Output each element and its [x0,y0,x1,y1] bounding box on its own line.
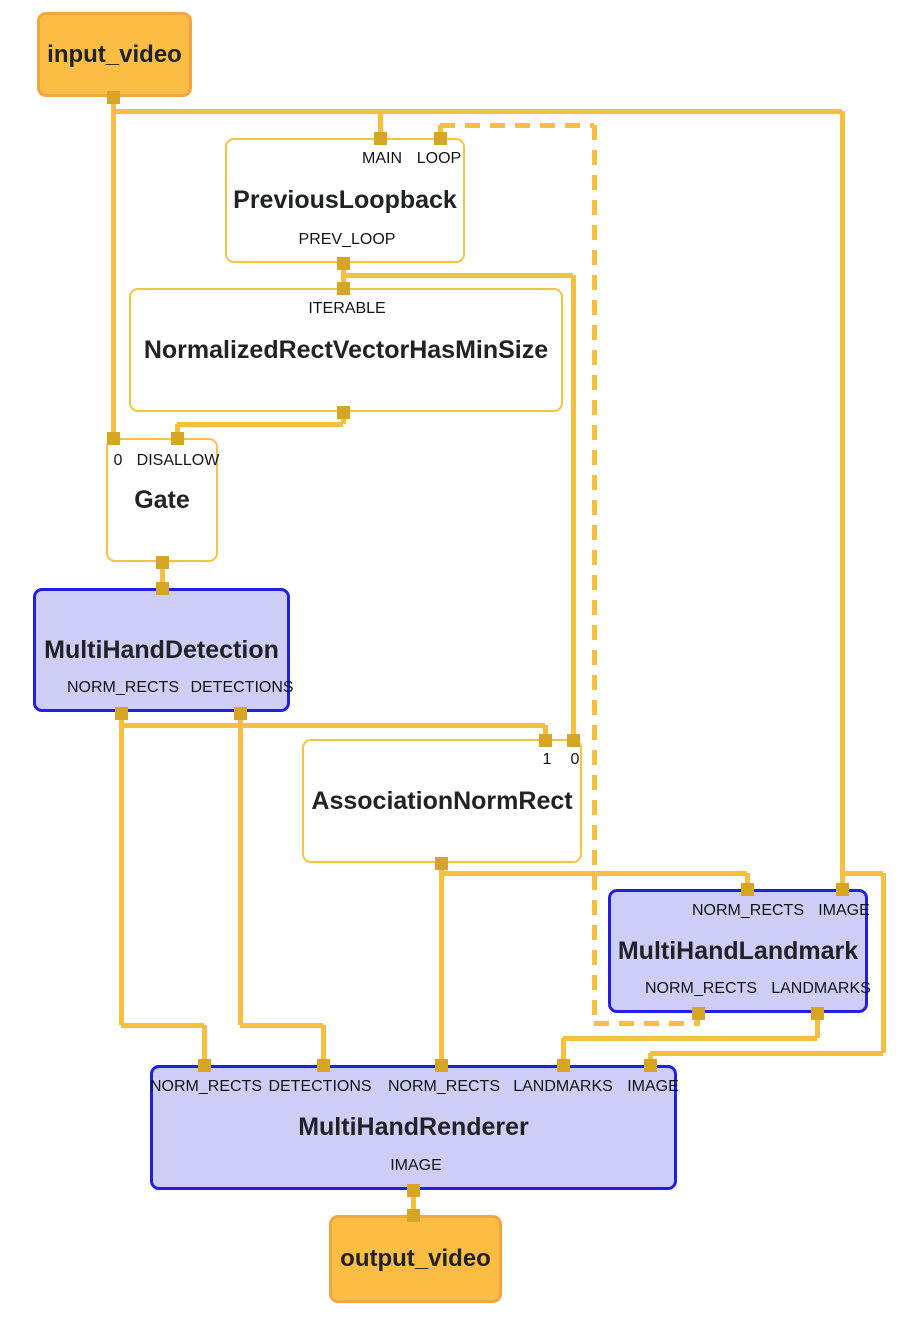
connector-detection-detections [233,706,247,720]
node-title: MultiHandRenderer [298,1113,529,1141]
node-title: output_video [340,1245,491,1272]
edge-loopback-dashed [437,125,443,135]
port-loop: LOOP [416,150,462,167]
connector-loopback-loop [433,131,447,145]
connector-landmark-image [835,882,849,896]
node-title: AssociationNormRect [311,786,573,815]
port-norm-rects-out: NORM_RECTS [644,980,758,997]
port-image-out: IMAGE [390,1157,442,1174]
edge-prevloop-to-assoc-0 [570,275,576,740]
connector-renderer-image-in [643,1058,657,1072]
connector-minsize-out [336,405,350,419]
edge-input-video-trunk [113,108,842,114]
connector-renderer-landmarks [556,1058,570,1072]
node-title: PreviousLoopback [233,186,457,214]
edge-loopback-dashed [694,1013,700,1026]
edge-input-video-to-renderer-image [650,1050,883,1056]
node-normalized-rect-vector-has-min-size[interactable]: NormalizedRectVectorHasMinSize ITERABLE [129,288,563,412]
connector-output-video-in [406,1208,420,1222]
port-1: 1 [542,751,552,768]
node-title: Gate [134,485,190,514]
connector-renderer-normrects-2 [434,1058,448,1072]
edge-input-video-to-gate [110,97,116,438]
edge-detections-to-renderer [320,1025,326,1065]
connector-loopback-prevloop [336,256,350,270]
edge-detections-to-renderer [237,713,243,1025]
connector-detection-normrects [114,706,128,720]
connector-renderer-normrects-1 [197,1058,211,1072]
port-iterable: ITERABLE [308,300,386,317]
port-prev-loop: PREV_LOOP [298,231,396,248]
port-detections: DETECTIONS [268,1078,372,1095]
edge-detection-normrects-to-assoc-1 [542,725,548,740]
node-multi-hand-detection[interactable]: MultiHandDetection NORM_RECTS DETECTIONS [33,588,294,712]
connector-assoc-0 [566,733,580,747]
edge-detection-normrects-to-renderer [201,1025,207,1065]
edge-input-video-to-loopback-main [377,111,383,138]
port-landmarks: LANDMARKS [513,1078,613,1095]
node-title: MultiHandDetection [44,635,279,664]
connector-minsize-iterable [336,281,350,295]
node-output-video[interactable]: output_video [329,1215,502,1303]
connector-gate-0 [106,431,120,445]
port-detections: DETECTIONS [190,679,294,696]
node-title: input_video [47,40,182,68]
port-main: MAIN [362,150,402,167]
connector-landmark-normrects-in [740,882,754,896]
edge-detection-normrects-to-renderer [121,1022,204,1028]
edge-assoc-to-renderer-normrects [438,863,444,1065]
edge-minsize-to-gate-disallow [174,424,180,438]
edge-input-video-to-landmark-image [839,111,845,889]
connector-loopback-main [373,131,387,145]
port-norm-rects-in: NORM_RECTS [691,902,805,919]
edge-renderer-to-output-video [410,1190,416,1215]
connector-detection-in [155,581,169,595]
edge-prevloop-to-assoc-0 [343,272,573,278]
connector-gate-out [155,555,169,569]
node-title: MultiHandLandmark [617,936,859,965]
connector-renderer-detections [316,1058,330,1072]
edge-loopback-dashed [594,1020,698,1026]
connector-assoc-1 [538,733,552,747]
node-previous-loopback[interactable]: PreviousLoopback MAIN LOOP PREV_LOOP [225,138,465,263]
edge-landmarks-to-renderer [560,1038,566,1065]
node-multi-hand-renderer[interactable]: MultiHandRenderer NORM_RECTS DETECTIONS … [149,1065,679,1190]
edge-gate-to-detection [159,562,165,588]
edge-detection-normrects-down [118,713,124,1025]
edge-loopback-dashed [440,122,594,128]
connector-renderer-image-out [406,1183,420,1197]
edge-input-video-to-renderer-image [880,873,886,1053]
port-image-in: IMAGE [627,1078,679,1095]
edge-detection-normrects-to-assoc-1 [121,722,545,728]
port-image: IMAGE [818,902,870,919]
node-input-video[interactable]: input_video [37,12,192,97]
edge-loopback-dashed [591,125,597,1023]
connector-landmark-normrects-out [691,1006,705,1020]
port-landmarks: LANDMARKS [771,980,871,997]
edge-landmarks-to-renderer [814,1013,820,1038]
connector-landmark-landmarks [810,1006,824,1020]
node-title: NormalizedRectVectorHasMinSize [143,335,549,364]
connector-gate-disallow [170,431,184,445]
port-disallow: DISALLOW [136,452,220,469]
edge-landmarks-to-renderer [563,1035,817,1041]
edge-detections-to-renderer [240,1022,323,1028]
port-0: 0 [570,751,580,768]
port-0: 0 [113,452,123,469]
edge-minsize-to-gate-disallow [177,421,343,427]
connector-assoc-out [434,856,448,870]
connector-input-video-out [106,90,120,104]
port-norm-rects-2: NORM_RECTS [387,1078,501,1095]
edge-input-video-to-renderer-image [842,870,883,876]
node-gate[interactable]: Gate 0 DISALLOW [106,438,220,562]
node-association-norm-rect[interactable]: AssociationNormRect 1 0 [302,739,582,863]
port-norm-rects-1: NORM_RECTS [149,1078,263,1095]
port-norm-rects: NORM_RECTS [66,679,180,696]
node-multi-hand-landmark[interactable]: MultiHandLandmark NORM_RECTS IMAGE NORM_… [608,889,871,1013]
edge-assoc-to-landmark-normrects [744,873,750,889]
